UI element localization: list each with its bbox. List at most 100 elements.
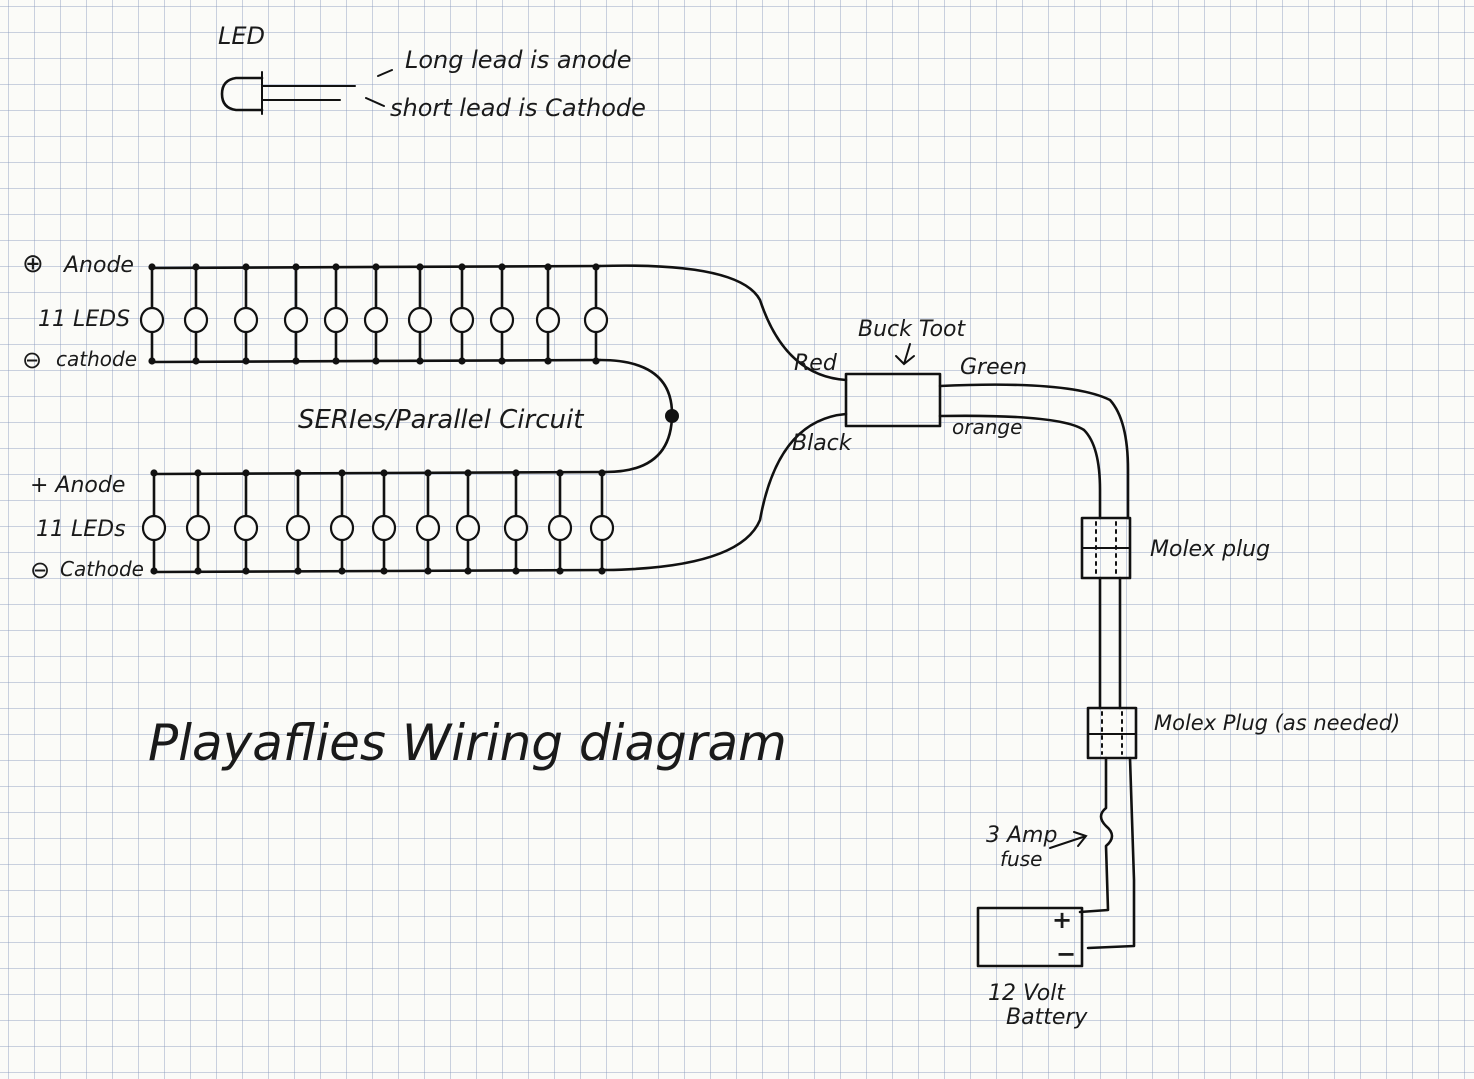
bottom-solder-point [424,567,432,575]
series-link-wire [598,358,674,474]
top-led-2 [183,306,209,334]
top-solder-point [372,357,380,365]
bottom-led-2 [185,514,211,542]
short-lead-pointer [365,97,385,107]
led-legend-title: LED [218,22,265,50]
bottom-solder-point [150,469,158,477]
top-solder-point [148,263,156,271]
battery-label-line2: Battery [1006,1005,1088,1030]
top-solder-point [242,263,250,271]
top-solder-point [544,263,552,271]
fuse-label-line2: fuse [1000,847,1042,871]
buck-label: Buck Toot [858,317,967,342]
long-lead-label: Long lead is anode [405,46,632,74]
bottom-solder-point [380,469,388,477]
bottom-solder-point [338,567,346,575]
led-symbol [220,71,356,115]
bottom-solder-point [294,567,302,575]
bottom-anode-rail [152,470,608,476]
bottom-led-9 [503,514,529,542]
top-solder-point [148,357,156,365]
bottom-led-7 [415,514,441,542]
bottom-solder-point [464,469,472,477]
bottom-led-count-label: 11 LEDs [36,517,126,542]
molex-plug-2 [1086,706,1138,760]
black-label: Black [792,431,853,456]
black-wire [604,412,848,572]
top-led-6 [363,306,389,334]
top-led-count-label: 11 LEDS [38,307,130,332]
molex-plug-1 [1080,516,1132,580]
top-solder-point [372,263,380,271]
top-led-4 [283,306,309,334]
battery-minus-symbol: − [1056,940,1076,968]
molex-1-label: Molex plug [1150,537,1270,562]
bottom-solder-point [556,567,564,575]
bottom-solder-point [464,567,472,575]
top-led-5 [323,306,349,334]
bottom-solder-point [556,469,564,477]
bottom-anode-label: + Anode [30,473,125,498]
top-solder-point [332,357,340,365]
top-solder-point [242,357,250,365]
bottom-solder-point [242,469,250,477]
bottom-solder-point [194,567,202,575]
bottom-led-3 [233,514,259,542]
top-solder-point [192,357,200,365]
top-led-7 [407,306,433,334]
top-led-9 [489,306,515,334]
top-solder-point [544,357,552,365]
top-led-3 [233,306,259,334]
bottom-solder-point [380,567,388,575]
buck-arrow-icon [895,343,915,366]
red-wire [598,264,848,382]
top-solder-point [332,263,340,271]
top-solder-point [292,357,300,365]
bottom-minus-symbol: ⊖ [30,556,50,584]
top-solder-point [498,357,506,365]
top-solder-point [592,263,600,271]
bottom-solder-point [150,567,158,575]
top-cathode-label: cathode [56,347,137,371]
series-junction-dot [665,409,679,423]
diagram-title: Playaflies Wiring diagram [148,714,787,772]
top-solder-point [458,263,466,271]
top-solder-point [292,263,300,271]
battery-label-line1: 12 Volt [988,981,1066,1006]
bottom-led-8 [455,514,481,542]
bottom-solder-point [598,567,606,575]
top-solder-point [592,357,600,365]
green-label: Green [960,355,1027,380]
top-solder-point [458,357,466,365]
top-led-8 [449,306,475,334]
bottom-led-4 [285,514,311,542]
orange-wire [938,414,1102,520]
fuse-wire [1078,756,1114,914]
top-led-strip [139,263,609,365]
bottom-solder-point [512,567,520,575]
buck-converter-box [844,372,942,428]
circuit-label: SERIes/Parallel Circuit [298,405,584,435]
top-led-10 [535,306,561,334]
ground-wire [1086,756,1136,950]
top-led-1 [139,306,165,334]
bottom-solder-point [598,469,606,477]
bottom-cathode-label: Cathode [60,557,144,581]
bottom-led-1 [141,514,167,542]
battery-plus-symbol: + [1052,906,1072,934]
short-lead-label: short lead is Cathode [390,94,646,122]
bottom-solder-point [242,567,250,575]
fuse-label-line1: 3 Amp [986,823,1057,848]
bottom-solder-point [424,469,432,477]
bottom-led-6 [371,514,397,542]
bottom-led-strip [141,469,615,575]
bottom-led-5 [329,514,355,542]
bottom-solder-point [512,469,520,477]
top-minus-symbol: ⊖ [22,346,42,374]
top-solder-point [416,357,424,365]
top-solder-point [192,263,200,271]
fuse-arrow-icon [1049,831,1088,849]
bottom-solder-point [294,469,302,477]
